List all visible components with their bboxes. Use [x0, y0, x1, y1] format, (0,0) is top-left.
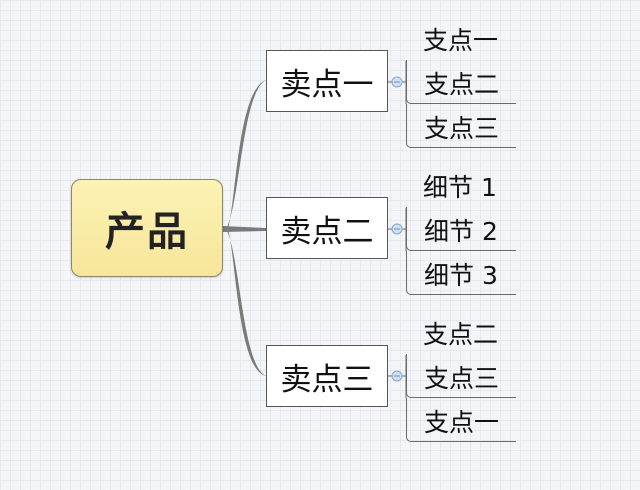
trunk-connector	[223, 229, 266, 376]
collapse-toggle-icon[interactable]	[391, 223, 403, 235]
subtopic[interactable]: 支点二	[406, 60, 516, 104]
main-topic-3[interactable]: 卖点三	[266, 345, 388, 407]
central-topic[interactable]: 产品	[71, 179, 223, 277]
subtopic[interactable]: 细节 3	[406, 251, 516, 295]
collapse-toggle-icon[interactable]	[391, 76, 403, 88]
main-topic-2[interactable]: 卖点二	[266, 197, 388, 259]
collapse-toggle-icon[interactable]	[391, 370, 403, 382]
subtopic[interactable]: 支点三	[406, 104, 516, 148]
subtopic[interactable]: 支点三	[406, 354, 516, 398]
subtopic[interactable]: 细节 2	[406, 207, 516, 251]
subtopic[interactable]: 支点一	[423, 26, 499, 55]
subtopic[interactable]: 支点一	[406, 398, 516, 442]
main-topic-1[interactable]: 卖点一	[266, 50, 388, 112]
trunk-connector	[223, 80, 266, 229]
trunk-connector	[223, 226, 266, 232]
subtopic[interactable]: 支点二	[423, 320, 499, 349]
subtopic[interactable]: 细节 1	[423, 173, 497, 202]
